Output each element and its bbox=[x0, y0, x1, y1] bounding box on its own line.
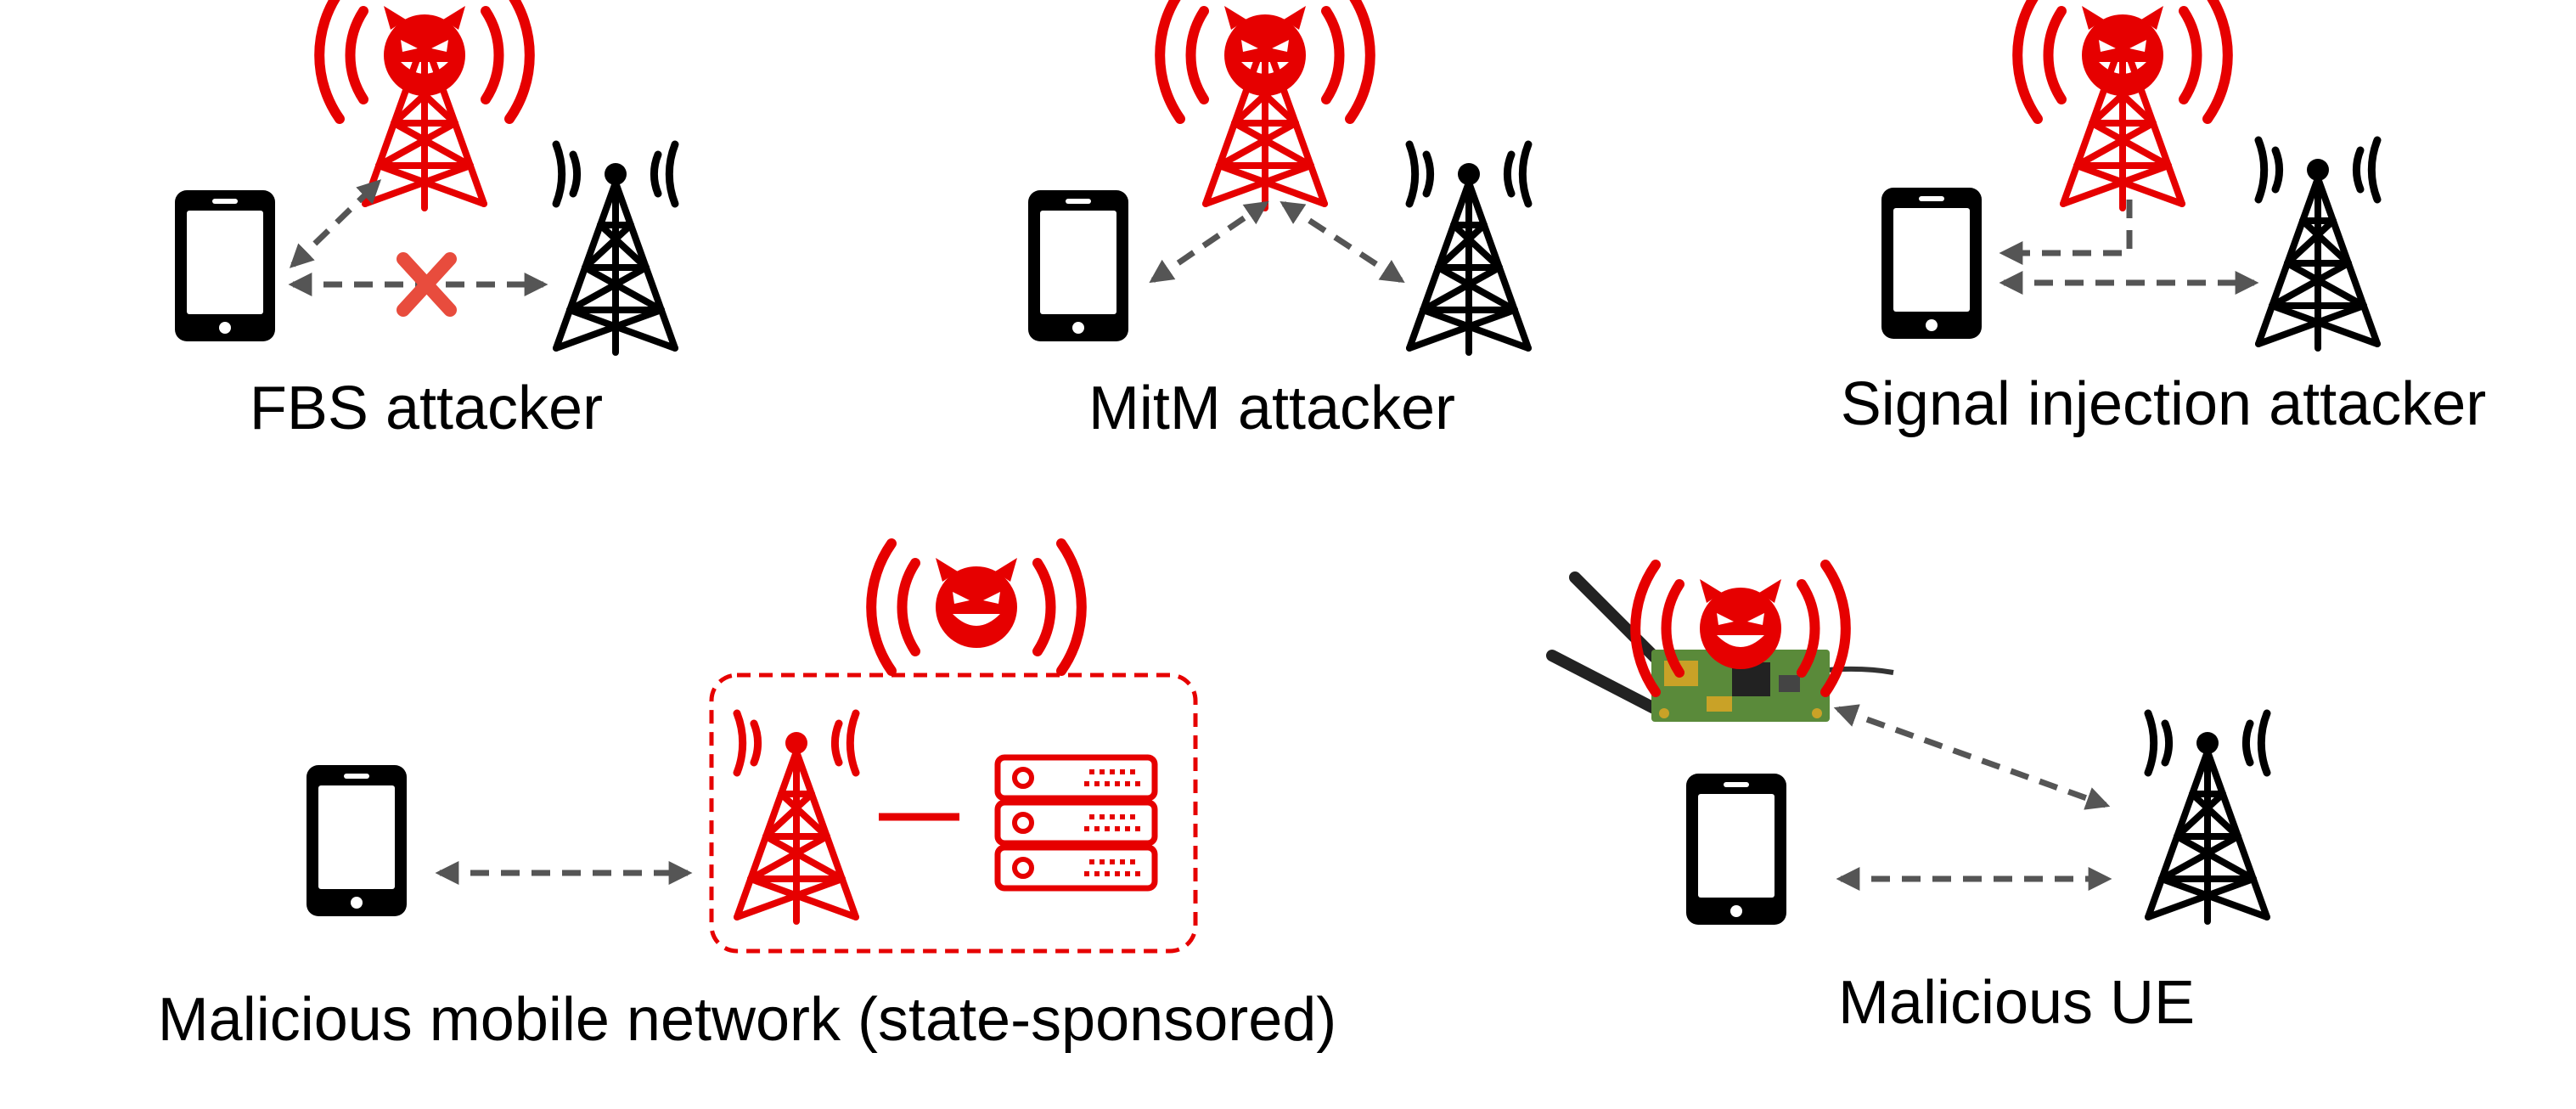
scenario-injection: Signal injection attacker bbox=[1841, 0, 2486, 438]
scenario-ue: Malicious UE bbox=[1546, 565, 2267, 1037]
scenario-mitm: MitM attacker bbox=[1028, 0, 1528, 442]
malicious-ue-link bbox=[1833, 704, 2111, 810]
devil-icon bbox=[871, 543, 1082, 671]
scenario-label-network: Malicious mobile network (state-sponsore… bbox=[158, 986, 1337, 1054]
red-cell-tower-icon bbox=[733, 709, 860, 921]
scenario-fbs: FBS attacker bbox=[175, 0, 675, 442]
smartphone-icon bbox=[1028, 190, 1128, 341]
scenario-label-injection: Signal injection attacker bbox=[1841, 370, 2486, 438]
scenario-label-mitm: MitM attacker bbox=[1088, 374, 1455, 442]
cell-tower-icon bbox=[1409, 144, 1528, 352]
mitm-phone-link bbox=[1149, 200, 1269, 284]
cell-tower-icon bbox=[2148, 713, 2267, 921]
cell-tower-icon bbox=[2258, 140, 2377, 348]
injection-link bbox=[1999, 200, 2133, 265]
smartphone-icon bbox=[1881, 188, 1982, 339]
injector-station-icon bbox=[2063, 38, 2182, 208]
scenario-label-ue: Malicious UE bbox=[1838, 969, 2195, 1037]
mitm-tower-link bbox=[1280, 200, 1405, 284]
fake-base-station-icon bbox=[365, 38, 484, 208]
smartphone-icon bbox=[1686, 774, 1786, 925]
fbs-phone-link bbox=[289, 179, 382, 268]
scenario-network: Malicious mobile network (state-sponsore… bbox=[158, 543, 1337, 1054]
server-rack-icon bbox=[998, 757, 1155, 888]
cell-tower-icon bbox=[556, 144, 675, 352]
smartphone-icon bbox=[175, 190, 275, 341]
scenario-label-fbs: FBS attacker bbox=[250, 374, 603, 442]
smartphone-icon bbox=[307, 765, 407, 916]
operator-boundary bbox=[709, 673, 1198, 954]
blocked-x-icon bbox=[397, 252, 457, 317]
mitm-station-icon bbox=[1206, 38, 1325, 208]
